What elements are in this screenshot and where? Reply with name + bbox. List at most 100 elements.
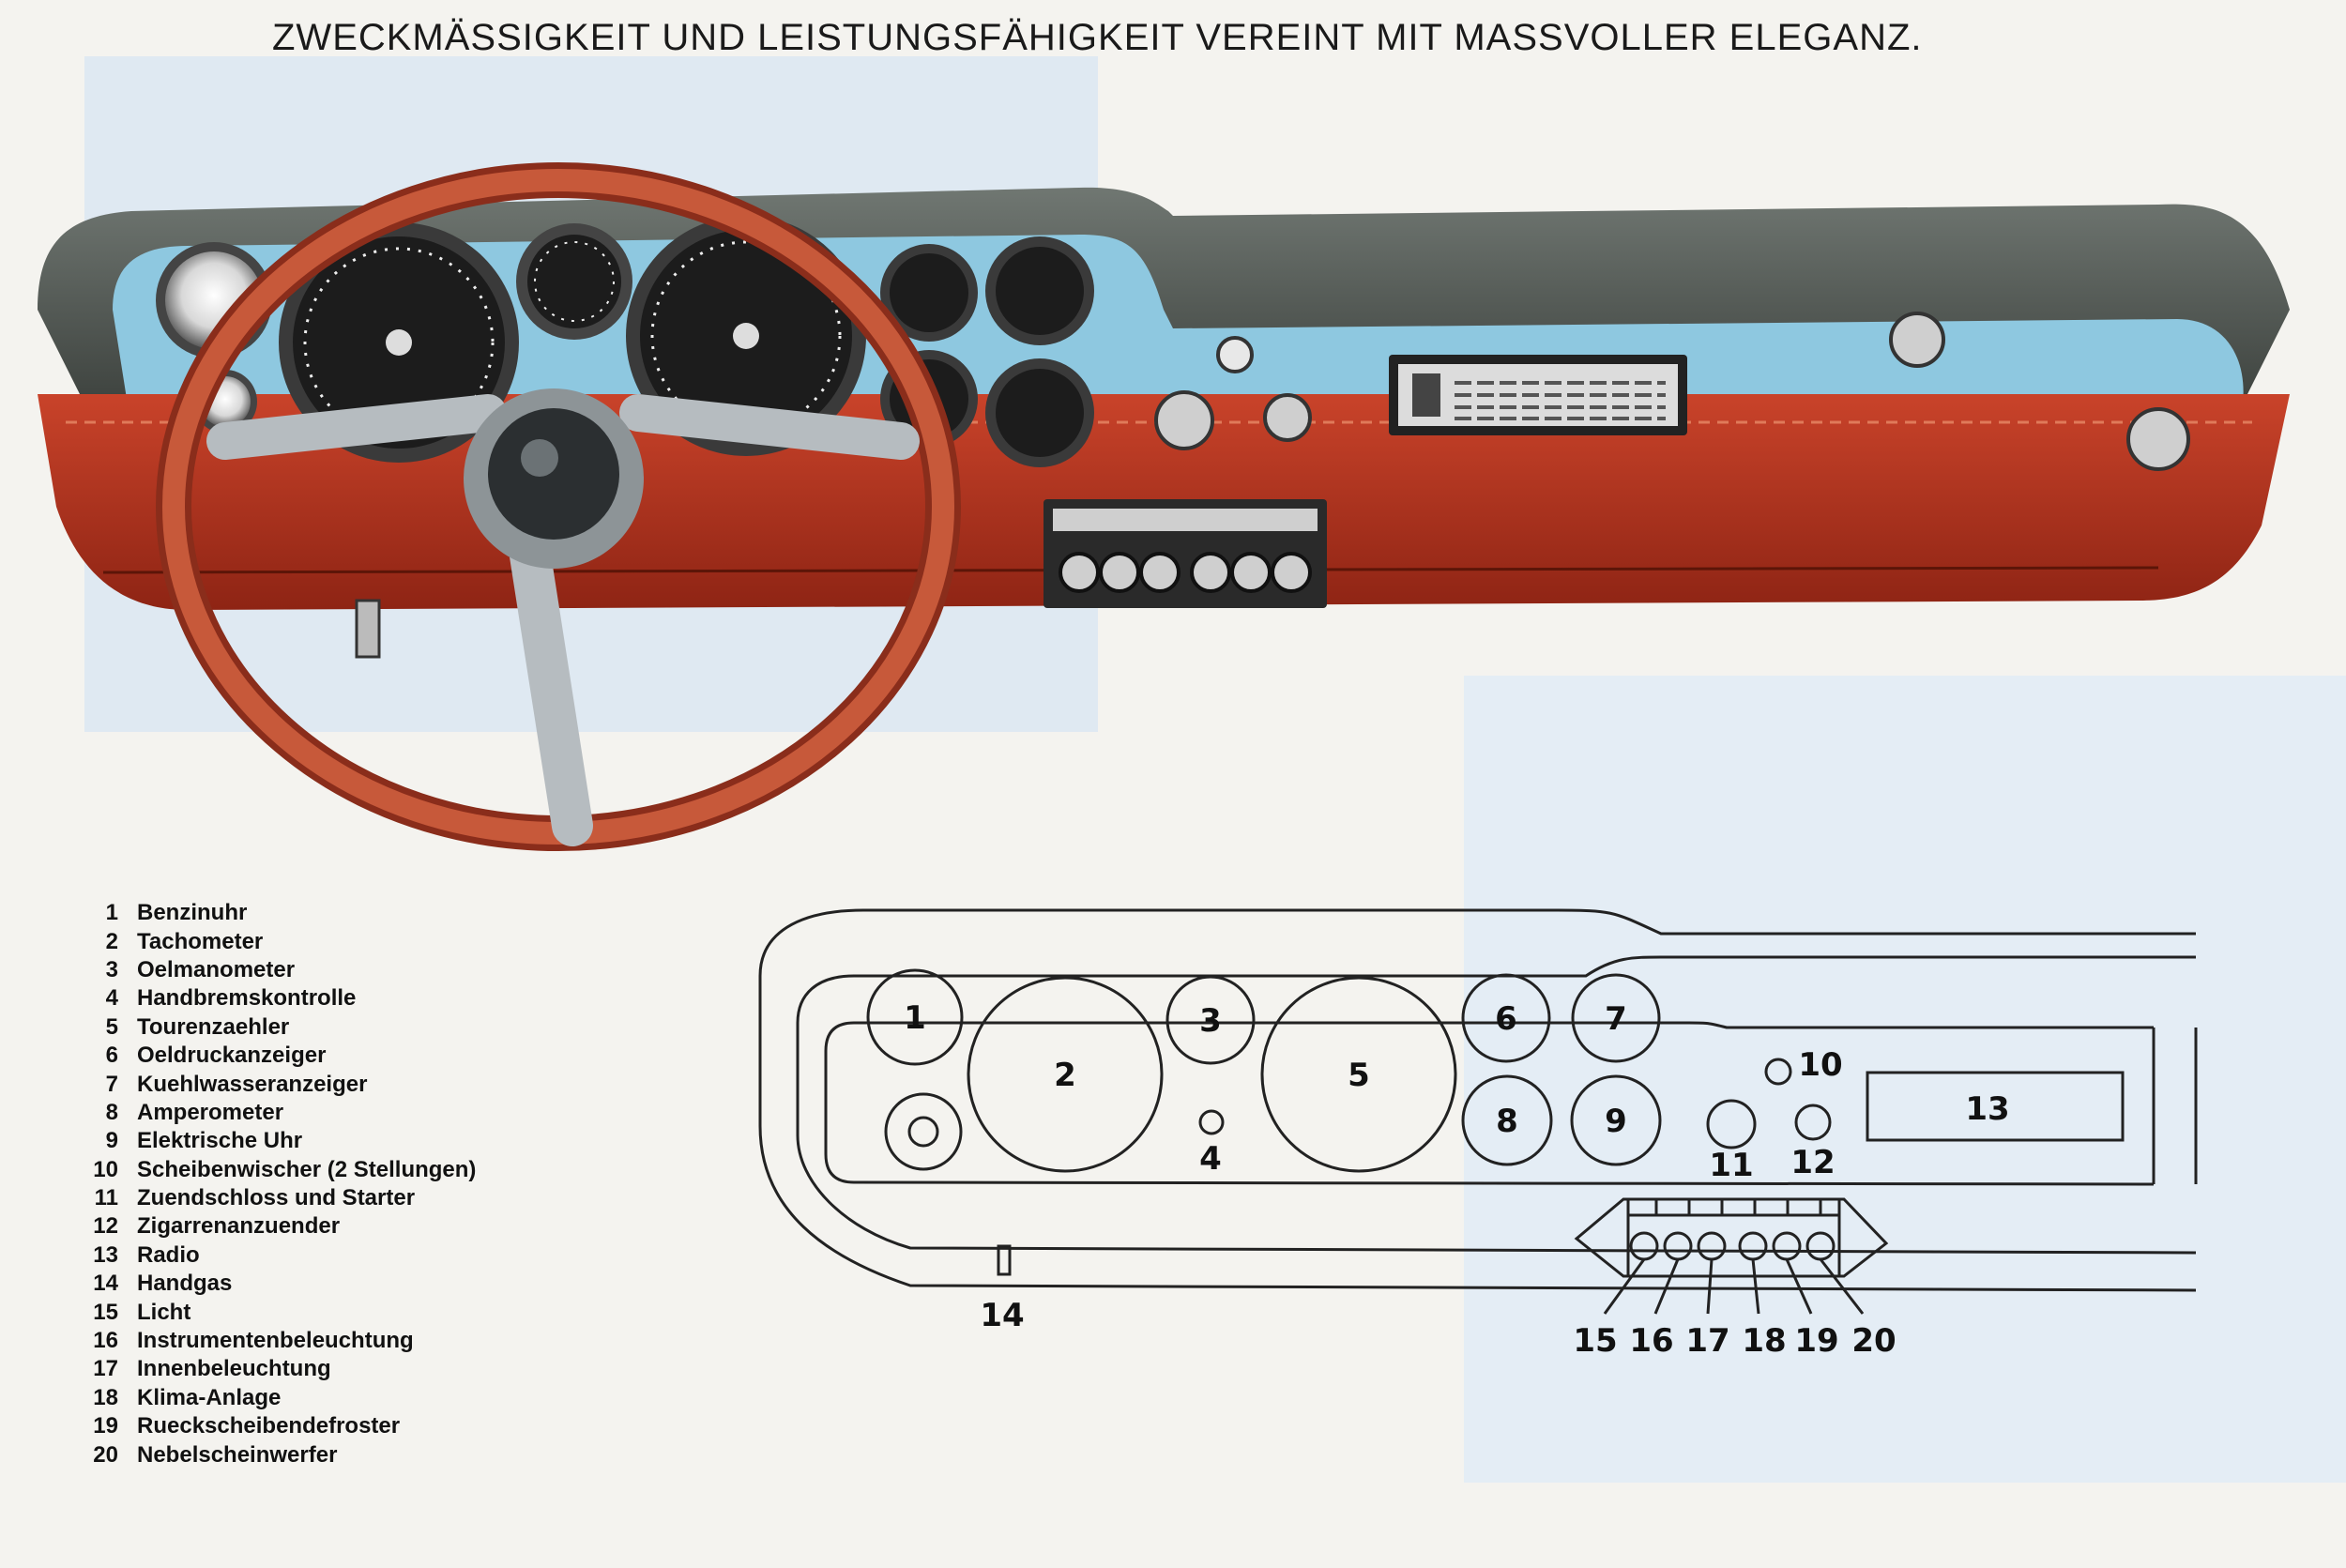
diagram-num-4: 4 <box>1199 1140 1222 1178</box>
schematic-knob-12 <box>1794 1104 1832 1141</box>
legend-number: 3 <box>105 956 118 982</box>
schematic-gauge-6 <box>1461 973 1551 1063</box>
legend-label: Oelmanometer <box>137 956 296 982</box>
diagram-num-13: 13 <box>1965 1090 2009 1128</box>
switch-panel-illustration <box>1044 499 1327 608</box>
legend-item: 10 Scheibenwischer (2 Stellungen) <box>84 1156 476 1184</box>
legend-number: 8 <box>105 1099 118 1125</box>
diagram-num-20: 20 <box>1851 1322 1896 1360</box>
legend-label: Oeldruckanzeiger <box>137 1043 327 1069</box>
legend-label: Radio <box>137 1241 200 1268</box>
legend-number: 4 <box>105 985 118 1012</box>
diagram-num-12: 12 <box>1790 1144 1835 1181</box>
diagram-num-16: 16 <box>1629 1322 1673 1360</box>
schematic-throttle-14 <box>997 1244 1012 1276</box>
legend-item: 15 Licht <box>84 1298 476 1326</box>
legend-label: Elektrische Uhr <box>137 1128 303 1154</box>
legend-item: 8 Amperometer <box>84 1099 476 1127</box>
diagram-num-10: 10 <box>1798 1046 1842 1084</box>
schematic-gauge-7 <box>1571 973 1661 1063</box>
legend-number: 18 <box>93 1384 118 1410</box>
legend-label: Scheibenwischer (2 Stellungen) <box>137 1156 477 1182</box>
legend-item: 20 Nebelscheinwerfer <box>84 1440 476 1469</box>
schematic-gauge-2 <box>967 976 1164 1173</box>
schematic-outline-mid <box>796 955 2197 1255</box>
legend-item: 4 Handbremskontrolle <box>84 984 476 1012</box>
legend-item: 11 Zuendschloss und Starter <box>84 1184 476 1212</box>
legend-label: Benzinuhr <box>137 900 248 926</box>
schematic-knob-10 <box>1764 1058 1792 1086</box>
schematic-panel-line <box>2152 1028 2198 1184</box>
knobs-illustration <box>1154 312 2190 471</box>
legend-label: Amperometer <box>137 1099 284 1125</box>
schematic-gauge-8 <box>1461 1074 1553 1166</box>
legend-label: Nebelscheinwerfer <box>137 1441 338 1468</box>
diagram-num-3: 3 <box>1199 1002 1222 1040</box>
schematic-outline-outer <box>758 908 2197 1292</box>
legend-label: Kuehlwasseranzeiger <box>137 1071 368 1097</box>
schematic-gauge-small-left <box>884 1092 963 1171</box>
legend-label: Instrumentenbeleuchtung <box>137 1328 414 1354</box>
legend-label: Handgas <box>137 1271 233 1297</box>
legend-item: 19 Rueckscheibendefroster <box>84 1412 476 1440</box>
faded-background-panel-right <box>1464 676 2346 1483</box>
schematic-gauge-3 <box>1165 975 1256 1065</box>
legend-label: Licht <box>137 1299 191 1325</box>
legend-label: Tachometer <box>137 928 264 954</box>
legend-number: 1 <box>105 900 118 926</box>
diagram-num-19: 19 <box>1794 1322 1838 1360</box>
schematic-gauge-1 <box>866 968 964 1066</box>
legend-item: 12 Zigarrenanzuender <box>84 1212 476 1241</box>
schematic-switches <box>1629 1231 1836 1261</box>
gauge-oil-manometer-illustration <box>516 223 632 340</box>
schematic-gauge-5 <box>1260 976 1457 1173</box>
legend-item: 17 Innenbeleuchtung <box>84 1355 476 1383</box>
diagram-num-15: 15 <box>1573 1322 1617 1360</box>
legend-number: 15 <box>93 1299 118 1325</box>
legend-item: 5 Tourenzaehler <box>84 1013 476 1042</box>
legend-number: 11 <box>94 1185 118 1211</box>
legend-label: Zigarrenanzuender <box>137 1213 341 1240</box>
legend-item: 6 Oeldruckanzeiger <box>84 1042 476 1070</box>
radio-illustration <box>1389 355 1687 435</box>
diagram-num-11: 11 <box>1709 1147 1753 1184</box>
legend-label: Innenbeleuchtung <box>137 1356 331 1382</box>
legend-label: Zuendschloss und Starter <box>137 1185 416 1211</box>
legend-label: Tourenzaehler <box>137 1013 290 1040</box>
legend-number: 7 <box>105 1071 118 1097</box>
diagram-num-17: 17 <box>1685 1322 1729 1360</box>
schematic-outline-inner <box>824 1021 2155 1186</box>
legend-number: 10 <box>93 1156 118 1182</box>
legend-label: Handbremskontrolle <box>137 985 357 1012</box>
legend-number: 2 <box>105 928 118 954</box>
steering-wheel-illustration <box>156 162 961 851</box>
diagram-num-2: 2 <box>1054 1057 1076 1094</box>
legend-number: 16 <box>93 1328 118 1354</box>
schematic-knob-11 <box>1706 1099 1757 1149</box>
diagram-num-5: 5 <box>1348 1057 1370 1094</box>
legend-number: 6 <box>105 1043 118 1069</box>
legend-item: 2 Tachometer <box>84 927 476 955</box>
legend-item: 16 Instrumentenbeleuchtung <box>84 1327 476 1355</box>
legend-number: 5 <box>105 1013 118 1040</box>
legend-number: 17 <box>93 1356 118 1382</box>
diagram-num-14: 14 <box>980 1297 1024 1334</box>
legend-number: 12 <box>93 1213 118 1240</box>
diagram-num-7: 7 <box>1605 1000 1627 1038</box>
schematic-switch-panel <box>1574 1197 1889 1278</box>
schematic-leader-lines <box>1603 1258 1865 1315</box>
page-headline: ZWECKMÄSSIGKEIT UND LEISTUNGSFÄHIGKEIT V… <box>272 17 1923 58</box>
legend-number: 20 <box>93 1441 118 1468</box>
schematic-radio-13 <box>1866 1071 2125 1142</box>
legend-label: Rueckscheibendefroster <box>137 1413 401 1439</box>
legend-number: 19 <box>93 1413 118 1439</box>
diagram-num-9: 9 <box>1605 1103 1627 1140</box>
diagram-num-6: 6 <box>1495 1000 1517 1038</box>
diagram-num-8: 8 <box>1496 1103 1518 1140</box>
